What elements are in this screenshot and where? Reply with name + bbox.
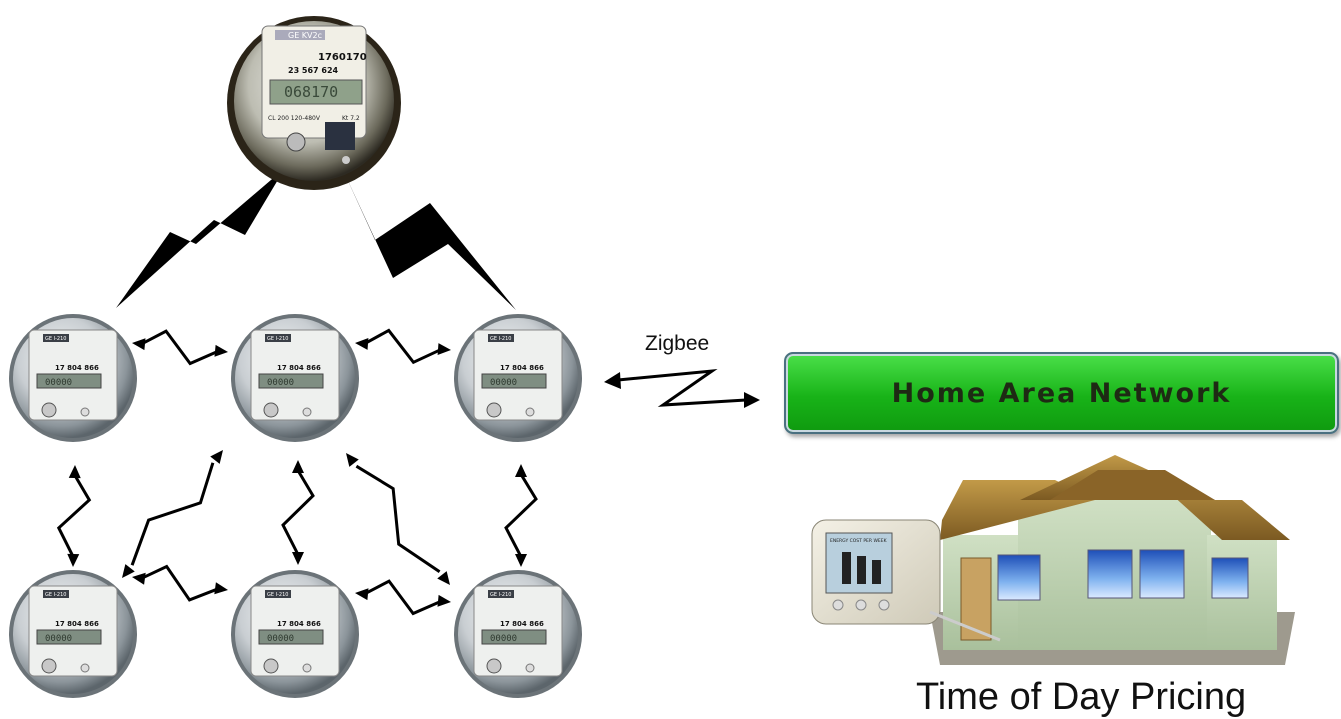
mesh-link	[132, 564, 228, 602]
node-reading: 00000	[45, 378, 72, 388]
node-reading: 00000	[490, 378, 517, 388]
zigbee-link	[617, 368, 747, 407]
collector-reading: 068170	[284, 83, 338, 101]
node-meter: GE I-210 17 804 866 00000	[454, 570, 582, 698]
collector-id: 23 567 624	[288, 66, 339, 75]
node-brand: GE I-210	[45, 592, 66, 598]
mesh-link	[56, 465, 92, 567]
mesh-link	[355, 328, 451, 365]
zigbee-label: Zigbee	[645, 332, 710, 355]
ihd-title: ENERGY COST PER WEEK	[830, 538, 888, 544]
collector-brand: GE KV2c	[288, 31, 322, 40]
mesh-link	[504, 464, 538, 567]
node-meter: GE I-210 17 804 866 00000	[231, 570, 359, 698]
home-area-network-label: Home Area Network	[891, 377, 1232, 409]
node-id: 17 804 866	[277, 620, 321, 628]
node-meter: GE I-210 17 804 866 00000	[9, 570, 137, 698]
node-id: 17 804 866	[500, 620, 544, 628]
collector-serial: 1760170	[318, 52, 367, 63]
wireless-link-bolt-left	[116, 168, 285, 308]
collector-kt: Kt 7.2	[342, 115, 360, 122]
node-id: 17 804 866	[277, 364, 321, 372]
collector-rating: CL 200 120-480V	[268, 115, 321, 122]
mesh-link	[122, 450, 223, 578]
home-area-network-box: Home Area Network	[784, 352, 1339, 434]
house-illustration	[930, 455, 1295, 665]
node-reading: 00000	[45, 634, 72, 644]
zigbee-arrowhead-left	[604, 372, 621, 389]
time-of-day-pricing-label: Time of Day Pricing	[916, 676, 1247, 718]
node-meter: GE I-210 17 804 866 00000	[231, 314, 359, 442]
node-reading: 00000	[490, 634, 517, 644]
node-id: 17 804 866	[55, 620, 99, 628]
mesh-link	[346, 453, 450, 585]
in-home-display: ENERGY COST PER WEEK	[811, 519, 1001, 642]
node-id: 17 804 866	[55, 364, 99, 372]
node-brand: GE I-210	[490, 592, 511, 598]
wireless-link-bolt-right	[343, 170, 516, 310]
node-meter: GE I-210 17 804 866 00000	[9, 314, 137, 442]
node-reading: 00000	[267, 634, 294, 644]
ami-mesh-diagram: GE KV2c 1760170 23 567 624 068170 CL 200…	[9, 16, 1295, 698]
mesh-link	[281, 460, 315, 565]
node-meter: GE I-210 17 804 866 00000	[454, 314, 582, 442]
node-brand: GE I-210	[490, 336, 511, 342]
node-brand: GE I-210	[267, 336, 288, 342]
zigbee-arrowhead-right	[744, 392, 760, 408]
collector-meter: GE KV2c 1760170 23 567 624 068170 CL 200…	[227, 16, 401, 190]
node-id: 17 804 866	[500, 364, 544, 372]
mesh-link	[355, 579, 451, 616]
node-brand: GE I-210	[45, 336, 66, 342]
node-brand: GE I-210	[267, 592, 288, 598]
node-reading: 00000	[267, 378, 294, 388]
mesh-link	[132, 329, 228, 366]
